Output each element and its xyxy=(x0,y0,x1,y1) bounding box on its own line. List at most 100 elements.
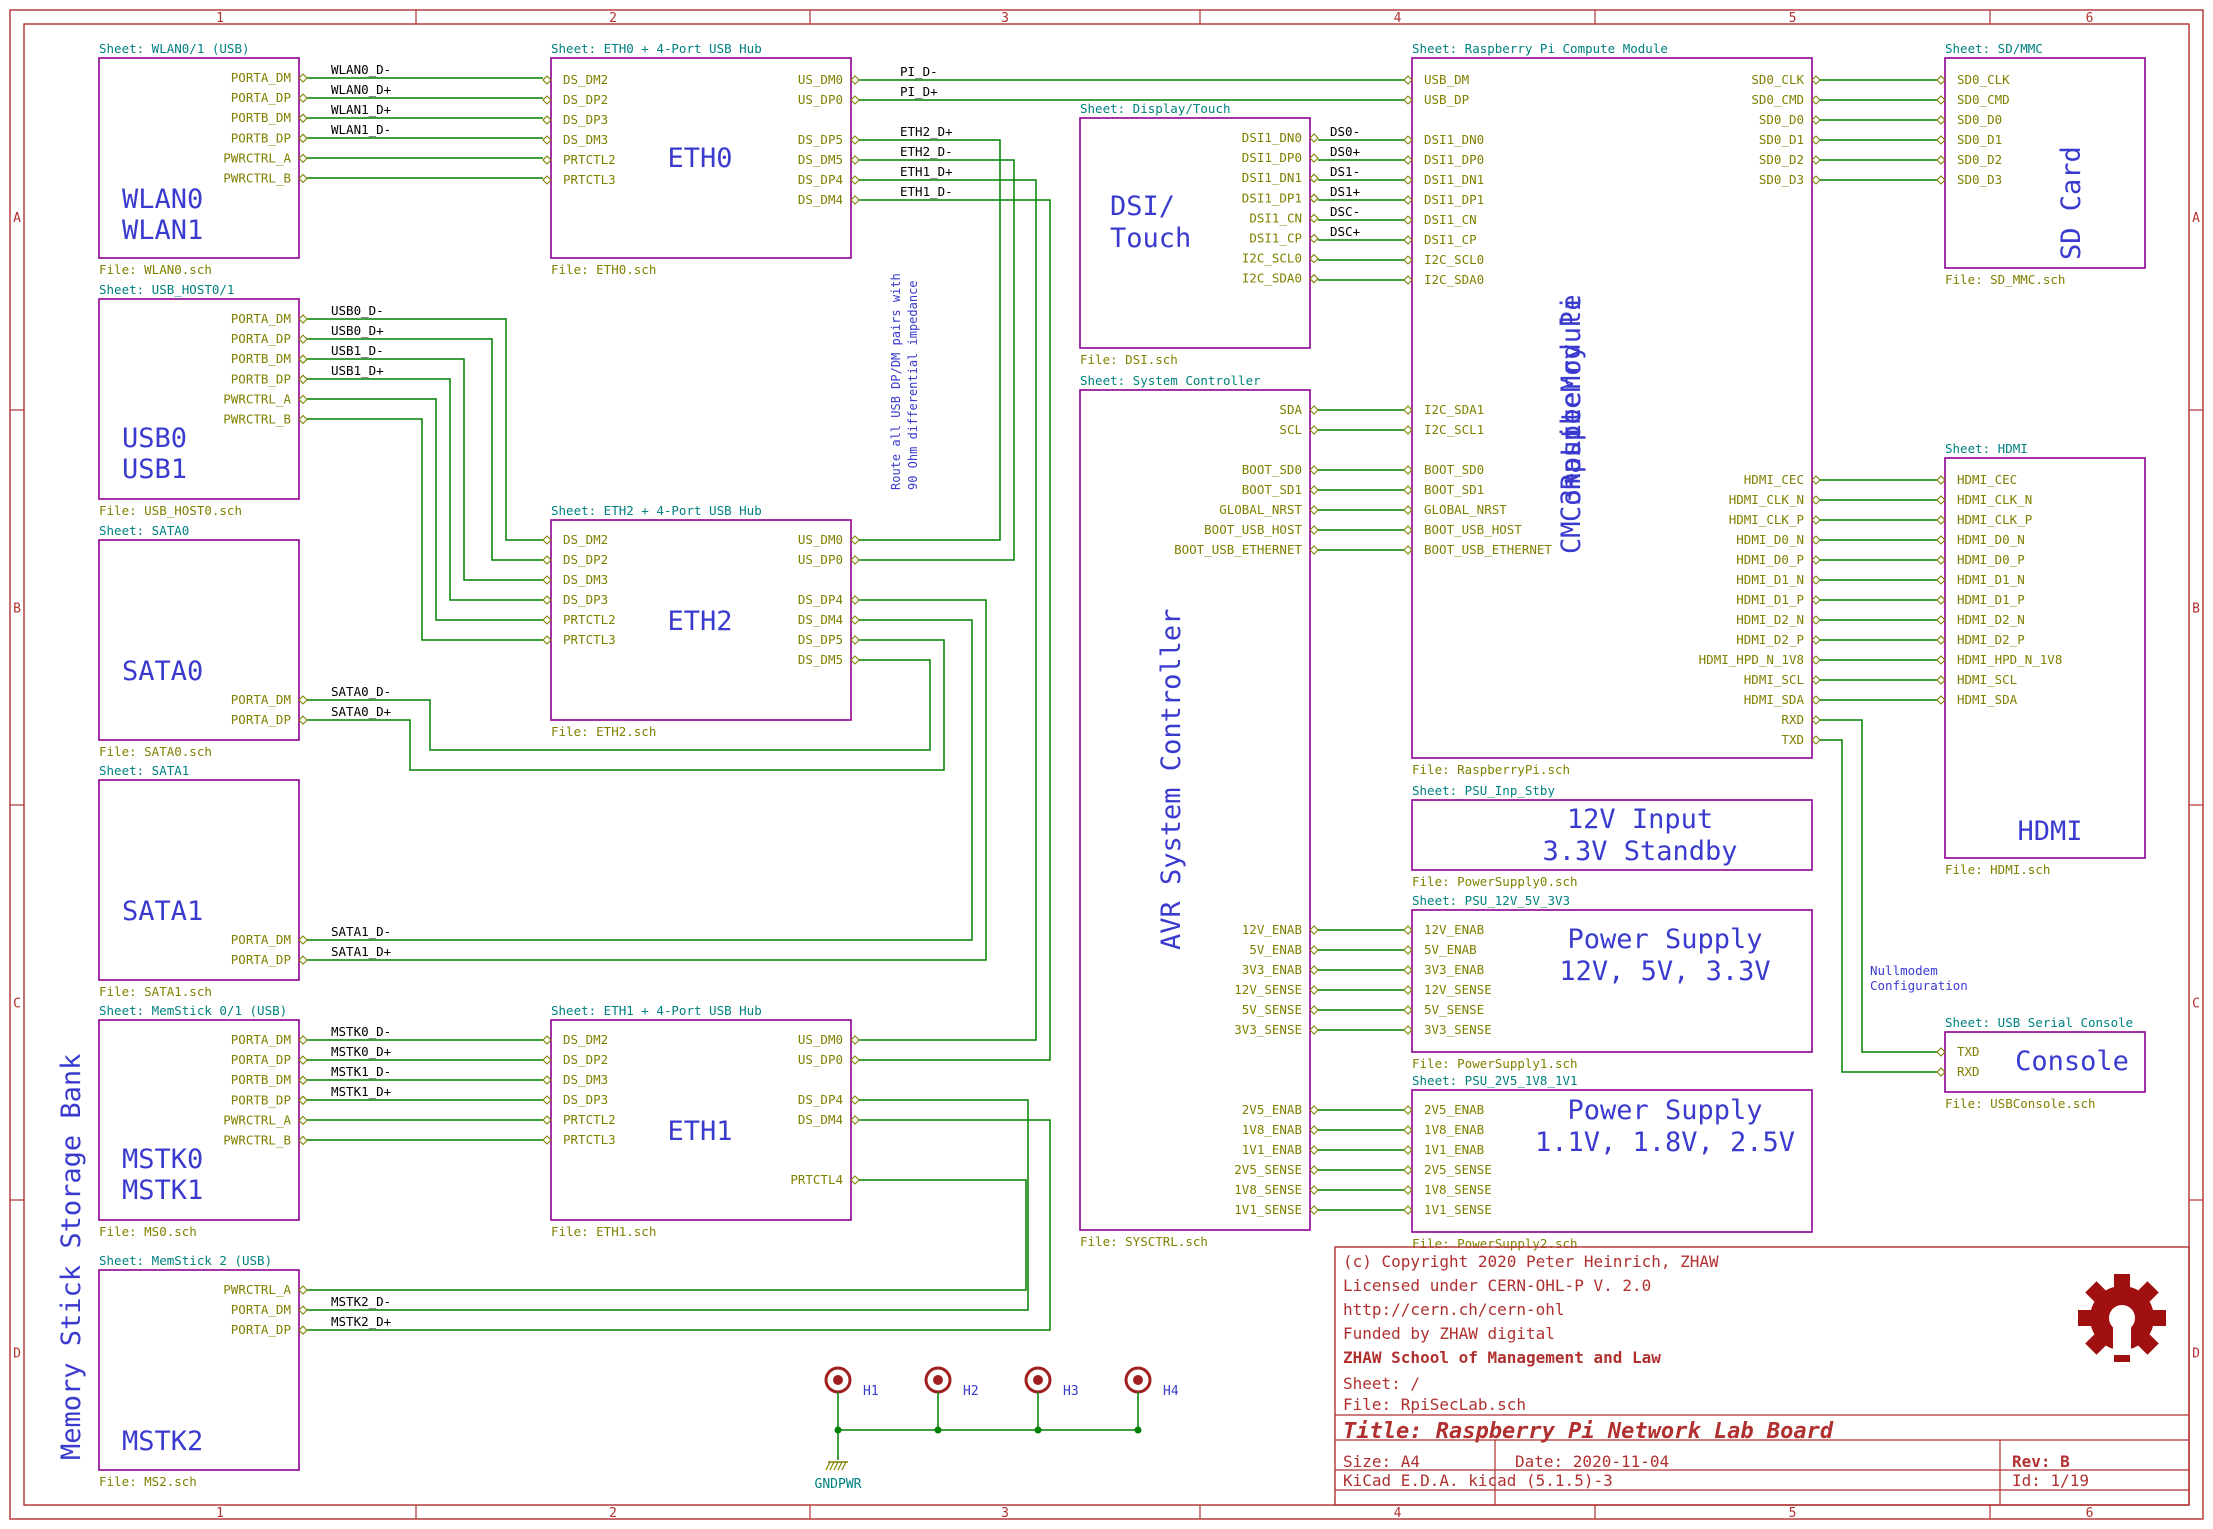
pin-label: HDMI_CEC xyxy=(1957,472,2017,487)
column-marker: 4 xyxy=(1394,1506,1402,1521)
pin-marker xyxy=(1936,1067,1946,1077)
sheet-box xyxy=(98,1269,300,1471)
pin-label: 1V8_ENAB xyxy=(1424,1122,1484,1137)
pin-label: HDMI_D1_P xyxy=(1736,592,1804,607)
pin-marker xyxy=(850,195,860,205)
pin-marker xyxy=(1811,615,1821,625)
sheet-file: File: ETH0.sch xyxy=(551,262,656,277)
pin-marker xyxy=(1403,195,1413,205)
pin-marker xyxy=(1309,485,1319,495)
pin-label: SD0_CMD xyxy=(1957,92,2010,107)
net-label: ETH2_D+ xyxy=(900,124,953,139)
column-marker: 6 xyxy=(2086,11,2094,26)
pin-label: PORTA_DP xyxy=(231,90,291,105)
net-label: USB0_D+ xyxy=(331,323,384,338)
pin-label: PORTB_DM xyxy=(231,110,291,125)
pin-label: PWRCTRL_A xyxy=(223,1282,291,1297)
pin-label: US_DM0 xyxy=(798,532,843,547)
tb-copyright: (c) Copyright 2020 Peter Heinrich, ZHAW xyxy=(1343,1252,1719,1271)
pin-marker xyxy=(850,1055,860,1065)
pin-marker xyxy=(1403,525,1413,535)
pin-label: DS_DM3 xyxy=(563,572,608,587)
sheet-big-label: MSTK1 xyxy=(122,1175,203,1206)
pin-marker xyxy=(1403,545,1413,555)
pin-marker xyxy=(1811,155,1821,165)
pin-marker xyxy=(542,535,552,545)
net-label: SATA1_D- xyxy=(331,924,391,939)
sheet-title: Sheet: ETH1 + 4-Port USB Hub xyxy=(551,1003,762,1018)
wire xyxy=(307,1099,1029,1311)
column-marker: 2 xyxy=(609,11,617,26)
net-labels: WLAN0_D-WLAN0_D+WLAN1_D+WLAN1_D-USB0_D-U… xyxy=(331,62,1360,1329)
pin-marker xyxy=(850,1175,860,1185)
pin-label: BOOT_USB_HOST xyxy=(1424,522,1522,537)
sheet-title: Sheet: Raspberry Pi Compute Module xyxy=(1412,41,1668,56)
pin-label: GLOBAL_NRST xyxy=(1219,502,1302,517)
sheet-file: File: DSI.sch xyxy=(1080,352,1178,367)
pin-label: DS_DM4 xyxy=(798,612,843,627)
pin-marker xyxy=(1936,155,1946,165)
pin-marker xyxy=(1403,405,1413,415)
pin-label: DSI1_DN1 xyxy=(1242,170,1302,185)
pin-marker xyxy=(298,113,308,123)
pin-label: PRTCTL2 xyxy=(563,1112,616,1127)
pin-marker xyxy=(1811,635,1821,645)
pin-marker xyxy=(1936,75,1946,85)
hole-label: H1 xyxy=(863,1384,879,1399)
sheet-file: File: SYSCTRL.sch xyxy=(1080,1234,1208,1249)
wire xyxy=(307,418,543,641)
pin-marker xyxy=(298,414,308,425)
pin-marker xyxy=(1309,253,1319,264)
pin-label: I2C_SCL0 xyxy=(1424,252,1484,267)
net-label: DS0- xyxy=(1330,124,1360,139)
pin-marker xyxy=(850,1115,860,1125)
net-label: ETH2_D- xyxy=(900,144,953,159)
sheet-file: File: PowerSupply0.sch xyxy=(1412,874,1578,889)
pin-marker xyxy=(1403,1205,1413,1215)
pin-label: I2C_SDA1 xyxy=(1424,402,1484,417)
pin-marker xyxy=(298,153,308,164)
mounting-hole-center xyxy=(833,1375,843,1385)
pin-label: PORTB_DP xyxy=(231,371,291,386)
tb-id: Id: 1/19 xyxy=(2012,1471,2089,1490)
pin-label: DS_DP3 xyxy=(563,112,608,127)
net-label: WLAN0_D+ xyxy=(331,82,391,97)
pin-marker xyxy=(1936,535,1946,545)
pin-label: BOOT_SD0 xyxy=(1424,462,1484,477)
pin-marker xyxy=(1309,1145,1319,1155)
sheet-title: Sheet: MemStick 2 (USB) xyxy=(99,1253,272,1268)
tb-date: Date: 2020-11-04 xyxy=(1515,1452,1669,1471)
net-label: MSTK1_D+ xyxy=(331,1084,391,1099)
pin-marker xyxy=(298,1115,308,1126)
pin-label: DS_DM2 xyxy=(563,1032,608,1047)
pin-label: PWRCTRL_A xyxy=(223,150,291,165)
pin-marker xyxy=(1936,95,1946,105)
wire xyxy=(859,159,1015,561)
wire xyxy=(1820,739,1937,1073)
sheet-big-label: 12V, 5V, 3.3V xyxy=(1559,956,1770,987)
sheet-title: Sheet: HDMI xyxy=(1945,441,2028,456)
pin-label: 1V8_SENSE xyxy=(1234,1182,1302,1197)
column-marker: 6 xyxy=(2086,1506,2094,1521)
pin-marker xyxy=(1811,515,1821,525)
hole-label: H4 xyxy=(1163,1384,1179,1399)
pin-marker xyxy=(1811,75,1821,85)
pin-label: DS_DP5 xyxy=(798,632,843,647)
net-label: DSC- xyxy=(1330,204,1360,219)
pin-label: HDMI_HPD_N_1V8 xyxy=(1699,652,1804,667)
wires xyxy=(307,77,1937,1331)
sheet-box xyxy=(1411,909,1813,1053)
pin-label: TXD xyxy=(1781,732,1804,747)
pin-label: US_DM0 xyxy=(798,72,843,87)
pin-marker xyxy=(1811,675,1821,685)
pin-marker xyxy=(1936,475,1946,485)
pin-marker xyxy=(1936,595,1946,605)
sheet-big-label: SATA1 xyxy=(122,896,203,927)
pin-marker xyxy=(1936,135,1946,145)
wire xyxy=(307,318,543,541)
pin-label: 3V3_ENAB xyxy=(1242,962,1302,977)
sheet-big-label: Compute Module xyxy=(1556,294,1587,522)
